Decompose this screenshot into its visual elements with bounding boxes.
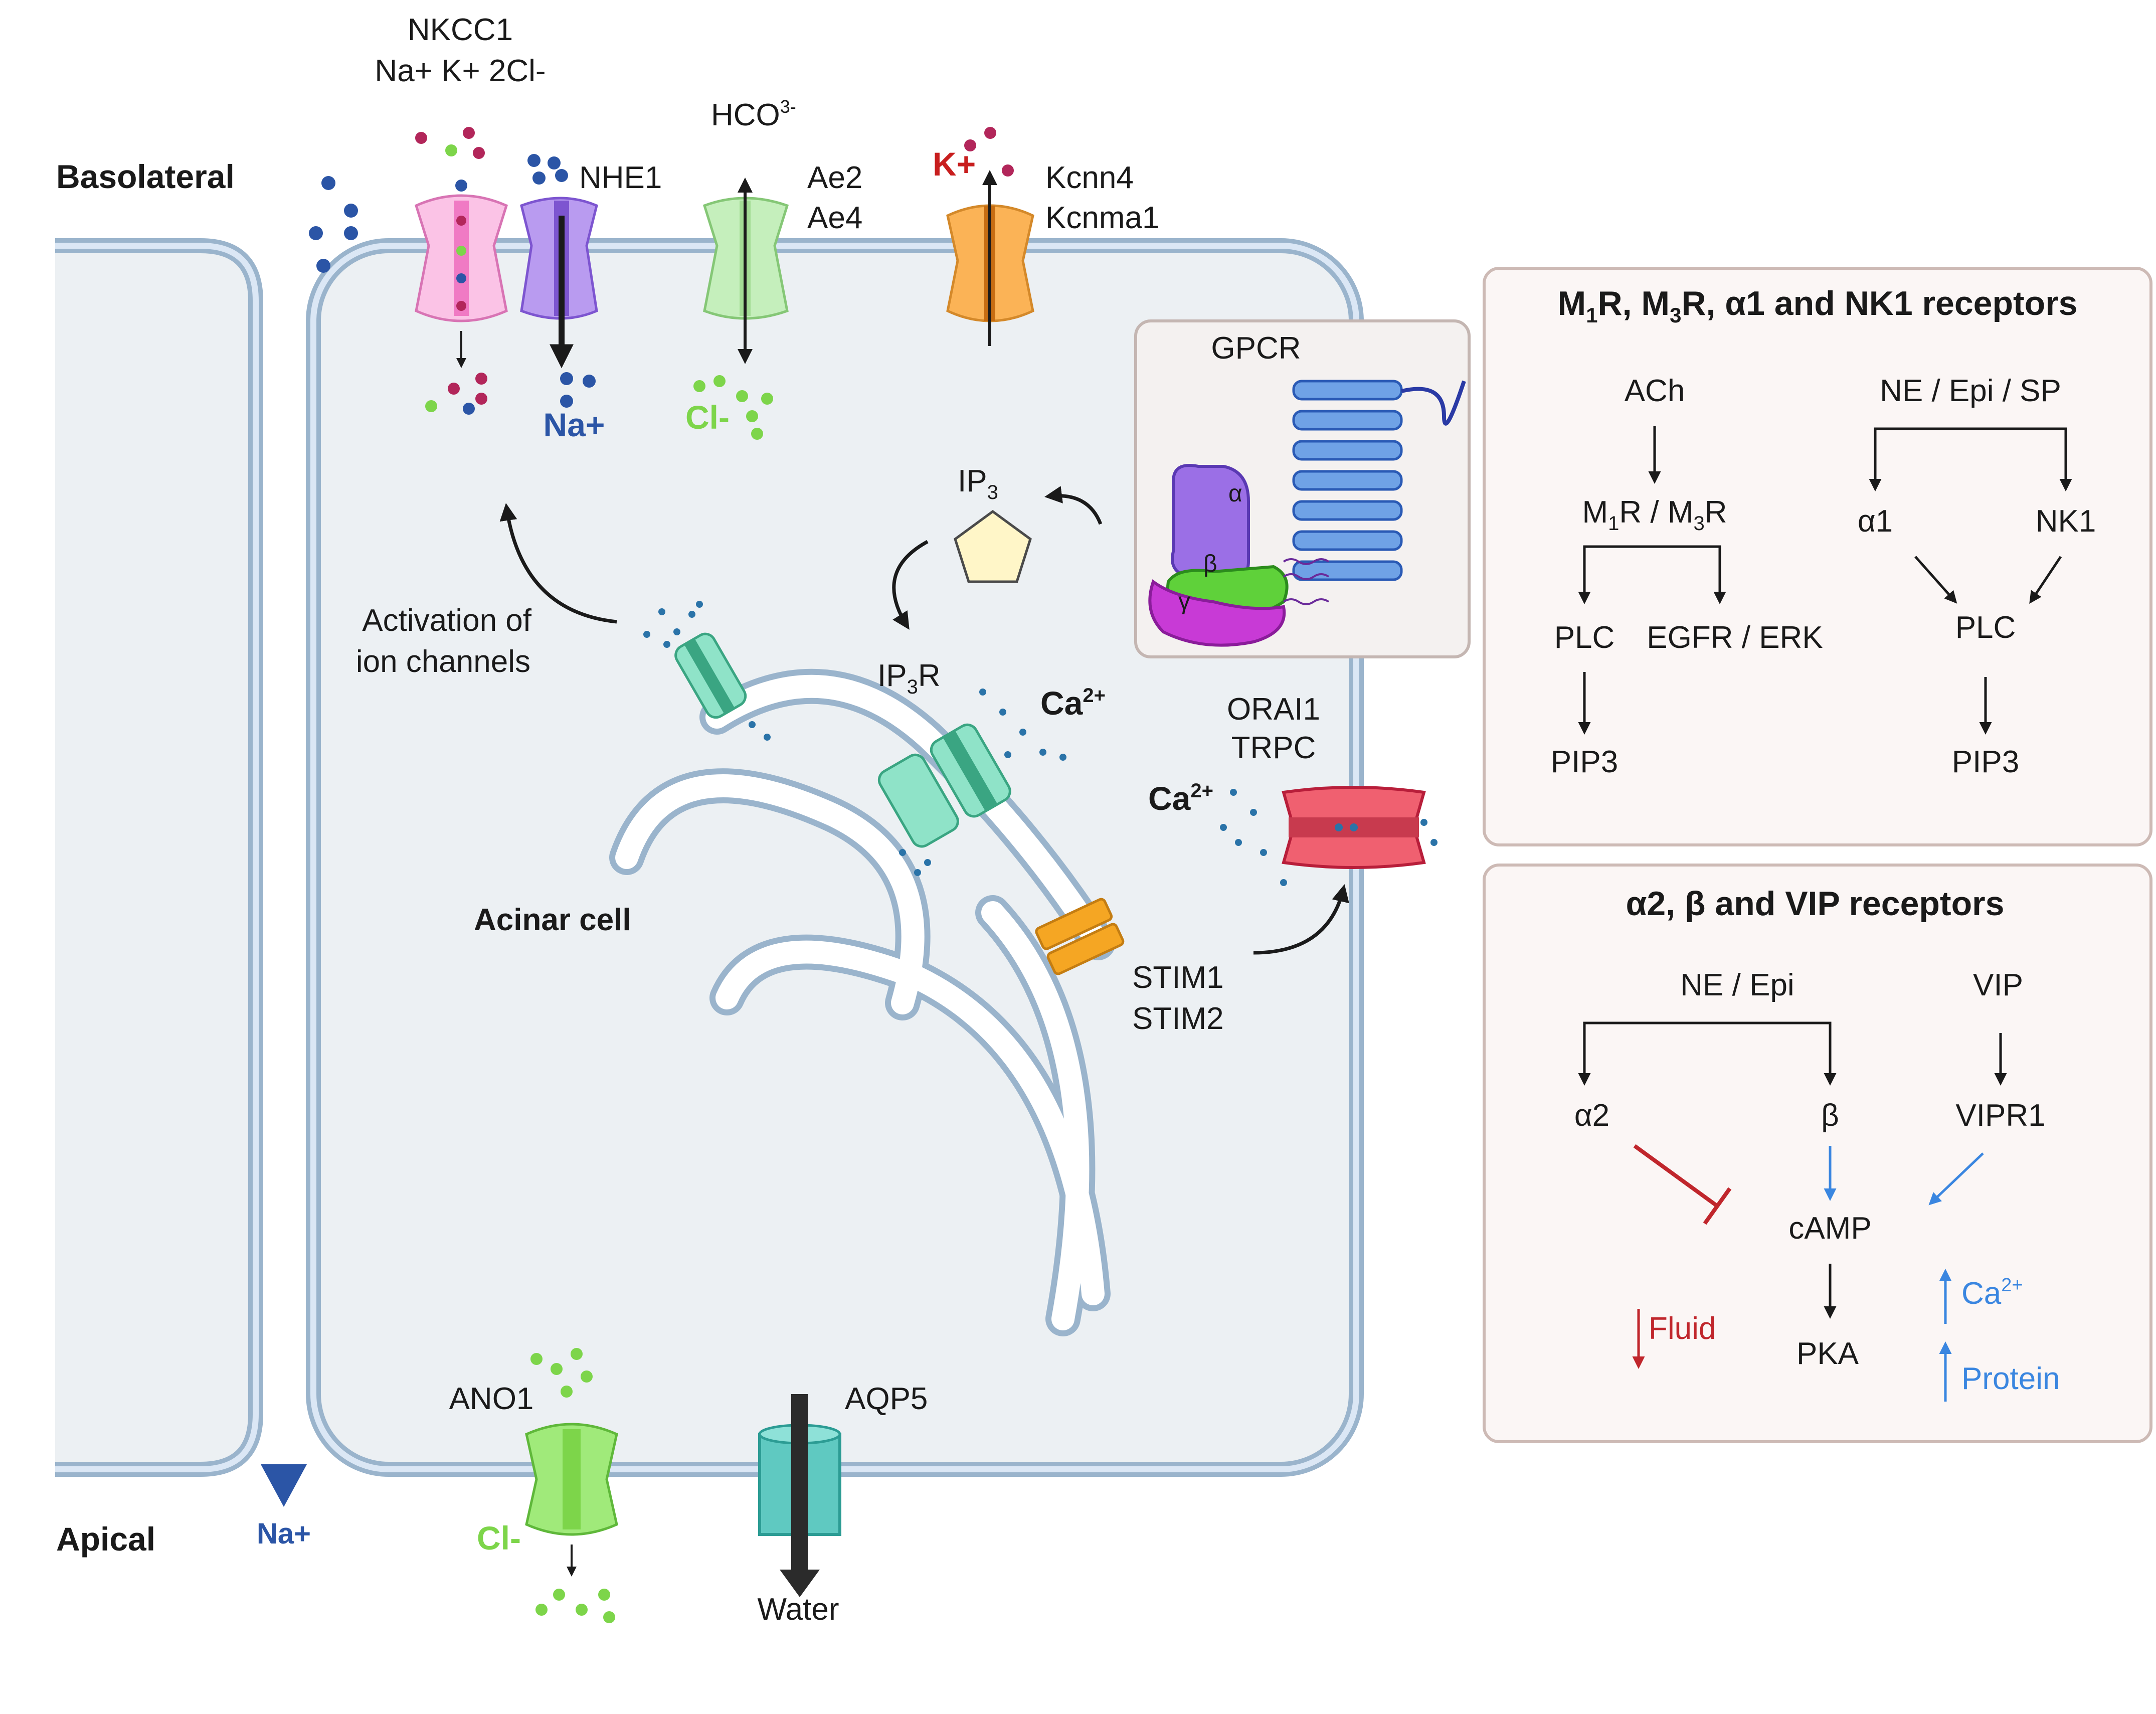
kcnma1-label: Kcnma1: [1045, 201, 1159, 235]
g-alpha-label: α: [1228, 480, 1242, 507]
paracellular-na-label: Na+: [257, 1517, 311, 1550]
pip3-left-label: PIP3: [1551, 745, 1618, 779]
water-label: Water: [757, 1592, 839, 1627]
alpha2-inhibit-arrow: [1633, 1144, 1732, 1225]
neighbor-cell: [55, 238, 263, 1477]
aqp5-channel: [758, 1394, 841, 1597]
ae2-label: Ae2: [807, 160, 862, 195]
calcium-dots: [643, 601, 1438, 886]
vip-label: VIP: [1973, 968, 2023, 1002]
nhe1-channel: [520, 197, 598, 369]
beta-label: β: [1821, 1098, 1839, 1133]
pip3-right-label: PIP3: [1952, 745, 2019, 779]
panel1-title: M1R, M3R, α1 and NK1 receptors: [1558, 284, 2078, 327]
mr-branch: [1578, 545, 1726, 604]
nkcc1-ions: [415, 127, 487, 415]
ip3-to-ip3r-arrow: [892, 540, 929, 630]
ae4-label: Ae4: [807, 201, 862, 235]
endoplasmic-reticulum: [609, 668, 1116, 1336]
activation-arrow: [499, 503, 617, 624]
gpcr-title: GPCR: [1211, 331, 1301, 366]
ae-cl-label: Cl-: [685, 399, 730, 436]
ano1-cl-label: Cl-: [477, 1519, 521, 1557]
nkcc1-ions-label: Na+ K+ 2Cl-: [375, 54, 546, 88]
alpha1-to-plc-arrow: [1914, 556, 1957, 604]
nkcc1-label: NKCC1: [408, 13, 513, 47]
nk1-to-plc-arrow: [2029, 556, 2062, 604]
activation-label-1: Activation of: [362, 603, 532, 638]
nhe1-label: NHE1: [579, 160, 662, 195]
plc-left-label: PLC: [1554, 620, 1615, 655]
acinar-cell-label: Acinar cell: [474, 903, 631, 937]
protein-label: Protein: [1961, 1361, 2060, 1396]
apical-label: Apical: [56, 1520, 155, 1558]
g-gamma-label: γ: [1178, 588, 1190, 615]
plc-right-label: PLC: [1955, 610, 2016, 645]
ano1-label: ANO1: [449, 1382, 534, 1416]
ae-exchanger: [702, 178, 789, 364]
ae-cl-ions: [693, 375, 773, 440]
ip3r-right: [877, 723, 1011, 848]
basolateral-label: Basolateral: [56, 158, 235, 195]
orai1-channel: [1282, 786, 1426, 869]
nkcc1-channel: [414, 194, 508, 368]
ip3-label: IP3: [958, 464, 998, 503]
vipr1-to-camp-arrow: [1928, 1152, 1984, 1206]
m1r-m3r-label: M1R / M3R: [1582, 495, 1727, 535]
g-beta-label: β: [1203, 551, 1217, 577]
k-ions: [964, 127, 1014, 177]
ca-label-orai: Ca2+: [1148, 780, 1213, 817]
ip3r-label: IP3R: [877, 658, 941, 698]
gpcr-receptor: [1292, 380, 1466, 581]
ne-epi-sp-label: NE / Epi / SP: [1880, 374, 2061, 408]
panel2-ca-label: Ca2+: [1961, 1275, 2023, 1311]
g-protein: [1148, 464, 1330, 647]
k-ion-label: K+: [933, 145, 976, 183]
vipr1-label: VIPR1: [1955, 1098, 2045, 1133]
camp-label: cAMP: [1788, 1211, 1871, 1246]
gpcr-to-ip3-arrow: [1044, 486, 1103, 525]
stim-protein: [1035, 898, 1125, 975]
pka-label: PKA: [1796, 1336, 1859, 1371]
egfr-erk-label: EGFR / ERK: [1647, 620, 1823, 655]
ip3-molecule: [954, 509, 1032, 583]
ne-branch: [1869, 427, 2072, 491]
stim2-label: STIM2: [1132, 1001, 1224, 1036]
kcnn4-label: Kcnn4: [1045, 160, 1134, 195]
ano1-cl-ions: [530, 1348, 615, 1623]
activation-label-2: ion channels: [356, 644, 530, 679]
ne-epi-label: NE / Epi: [1680, 968, 1794, 1002]
stim-to-orai-arrow: [1253, 884, 1349, 955]
k-channel: [946, 170, 1034, 346]
ano1-channel: [525, 1423, 618, 1577]
panel-alpha2-beta-vip: [1483, 864, 2152, 1443]
nhe1-na-label: Na+: [544, 406, 605, 443]
alpha1-label: α1: [1858, 504, 1893, 539]
ca-label-er: Ca2+: [1040, 684, 1106, 722]
fluid-label: Fluid: [1649, 1311, 1716, 1346]
orai1-label: ORAI1: [1227, 692, 1320, 727]
nk1-label: NK1: [2036, 504, 2096, 539]
ip3r-left: [674, 632, 747, 719]
hco3-label: HCO3-: [711, 96, 796, 132]
paracellular-na-arrow: [261, 271, 307, 1507]
ach-label: ACh: [1625, 374, 1685, 408]
alpha2-label: α2: [1574, 1098, 1609, 1133]
trpc-label: TRPC: [1231, 731, 1316, 765]
neepi-branch: [1578, 1021, 1837, 1086]
stim1-label: STIM1: [1132, 960, 1224, 995]
panel2-title: α2, β and VIP receptors: [1626, 885, 2005, 923]
nhe1-ions: [309, 154, 596, 408]
aqp5-label: AQP5: [845, 1382, 928, 1416]
